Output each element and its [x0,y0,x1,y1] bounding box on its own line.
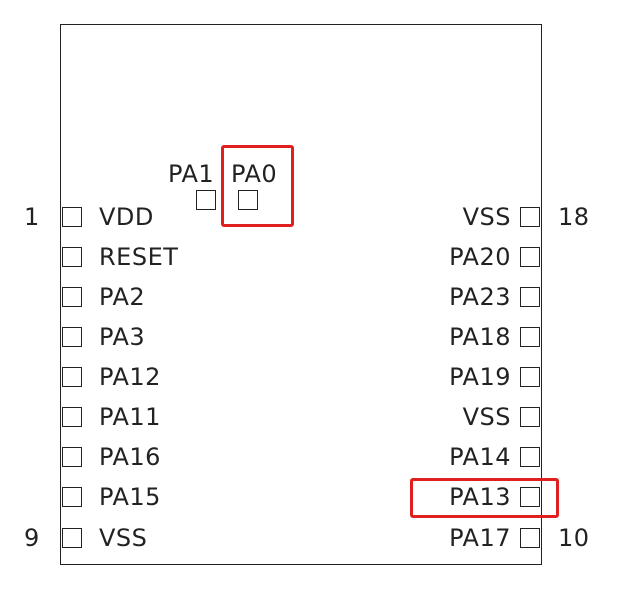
highlight-box-pa13 [410,478,559,518]
pad-pa16 [62,447,82,467]
pin-label-pa11: PA11 [99,403,161,431]
pin-number-9: 9 [24,524,40,552]
pin-label-pa3: PA3 [99,323,146,351]
pin-label-pa13: PA13 [449,483,511,511]
pad-pa15 [62,487,82,507]
pad-pa20 [520,247,540,267]
pin-number-1: 1 [24,203,40,231]
pad-vss-top-right [520,207,540,227]
pin-label-vss-left: VSS [99,524,148,552]
pin-label-pa23: PA23 [449,283,511,311]
pin-label-pa19: PA19 [449,363,511,391]
pad-pa14 [520,447,540,467]
pin-label-pa12: PA12 [99,363,161,391]
pad-pa18 [520,327,540,347]
pin-label-pa0: PA0 [231,160,278,188]
pad-pa11 [62,407,82,427]
pad-pa12 [62,367,82,387]
pin-number-10: 10 [558,524,590,552]
pin-label-pa2: PA2 [99,283,146,311]
pad-pa3 [62,327,82,347]
pad-pa2 [62,287,82,307]
pin-label-vdd: VDD [99,203,154,231]
pin-label-pa15: PA15 [99,483,161,511]
pin-label-vss-mid-right: VSS [462,403,511,431]
pad-pa23 [520,287,540,307]
pad-pa17 [520,528,540,548]
pad-pa19 [520,367,540,387]
pad-vss-left [62,528,82,548]
pin-label-pa20: PA20 [449,243,511,271]
module-body-outline [60,24,542,565]
pin-label-reset: RESET [99,243,179,271]
pin-label-pa17: PA17 [449,524,511,552]
pin-label-pa18: PA18 [449,323,511,351]
pad-pa1 [196,190,216,210]
pad-vdd [62,207,82,227]
pin-number-18: 18 [558,203,590,231]
pin-label-vss-top-right: VSS [462,203,511,231]
pad-vss-mid-right [520,407,540,427]
pin-label-pa16: PA16 [99,443,161,471]
pin-label-pa1: PA1 [168,160,215,188]
pin-label-pa14: PA14 [449,443,511,471]
highlight-box-pa0 [221,145,294,227]
pad-reset [62,247,82,267]
pad-pa13 [520,487,540,507]
pad-pa0 [238,190,258,210]
